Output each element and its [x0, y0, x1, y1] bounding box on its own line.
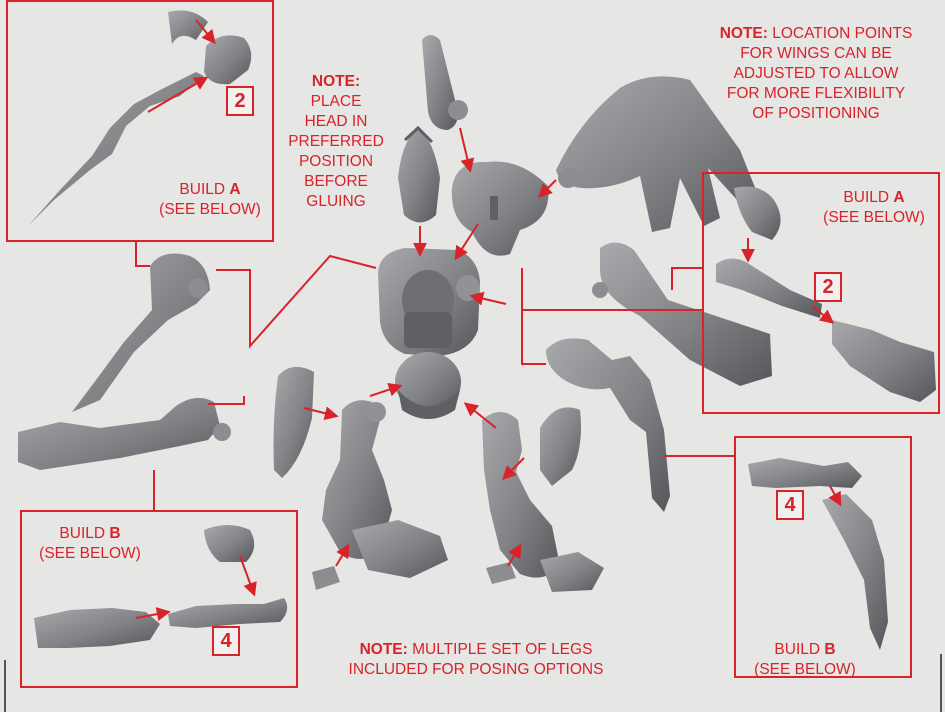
left-leg-part	[322, 400, 448, 578]
build-label-bottom-left: BUILD B (SEE BELOW)	[22, 524, 158, 564]
build-label-top-left: BUILD A (SEE BELOW)	[150, 180, 270, 220]
head-part	[398, 128, 440, 223]
note-head-position: NOTE: PLACE HEAD IN PREFERRED POSITION B…	[286, 72, 386, 212]
left-spear-arm-part	[72, 254, 210, 412]
step-number-right-a: 2	[814, 272, 842, 302]
foot-part-right	[486, 562, 516, 584]
neck-part	[422, 35, 468, 130]
step-number-bottom-left: 4	[212, 626, 240, 656]
left-fist-arm-part	[18, 398, 231, 470]
note-multiple-legs: NOTE: MULTIPLE SET OF LEGS INCLUDED FOR …	[308, 640, 644, 680]
torso-part	[378, 248, 480, 356]
pelvis-part	[395, 352, 461, 419]
right-leg-plate-part	[540, 407, 581, 486]
foot-part-left	[312, 566, 340, 590]
left-leg-plate-part	[274, 367, 315, 478]
step-number-right-b: 4	[776, 490, 804, 520]
build-label-right-b: BUILD B (SEE BELOW)	[740, 640, 870, 680]
page-edge-left	[4, 660, 6, 712]
note-wing-location: NOTE: LOCATION POINTS FOR WINGS CAN BE A…	[696, 24, 936, 124]
step-number-top-left: 2	[226, 86, 254, 116]
build-label-right-a: BUILD A (SEE BELOW)	[808, 188, 940, 228]
page-edge-right	[940, 654, 942, 712]
